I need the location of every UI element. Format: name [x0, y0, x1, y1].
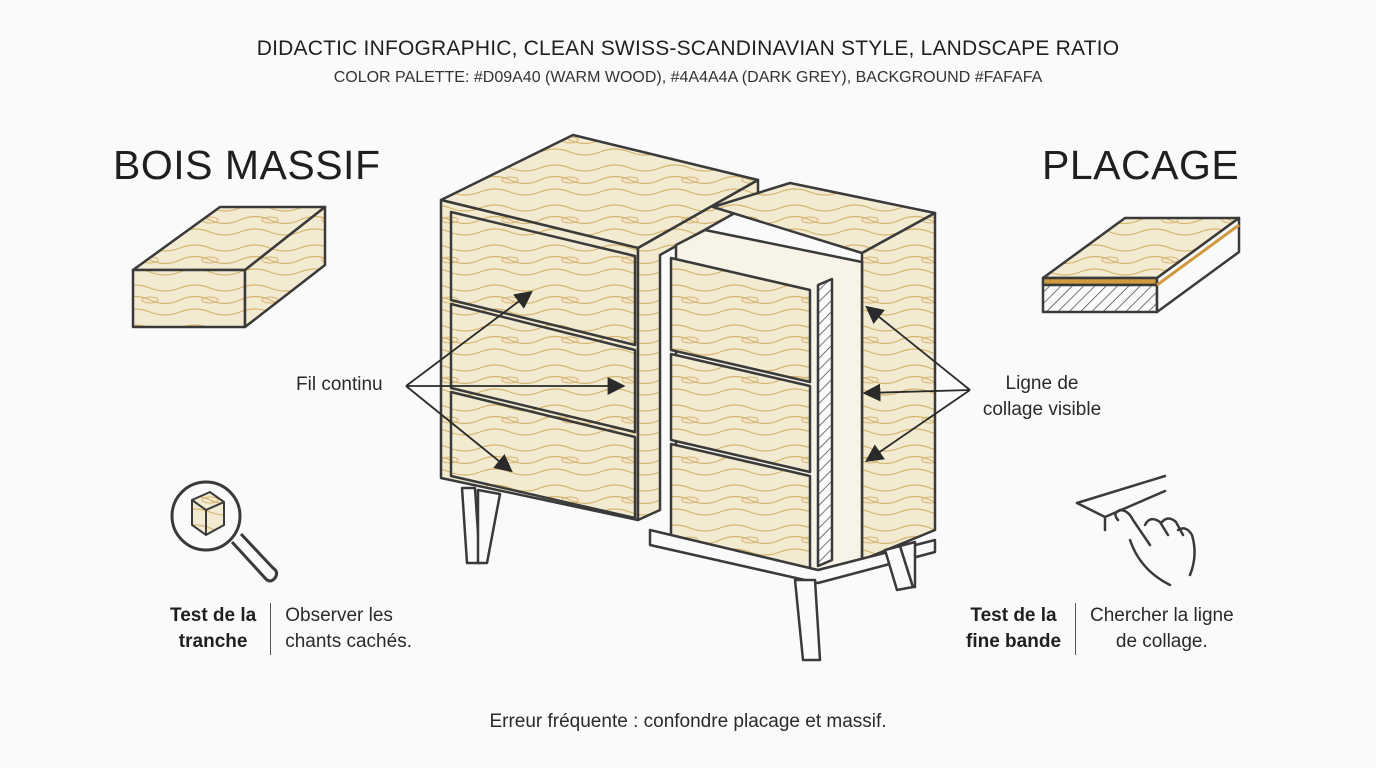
divider [1075, 603, 1077, 655]
veneer-title: PLACAGE [1042, 142, 1240, 188]
test-edge-block: Test de la tranche Observer les chants c… [170, 603, 412, 655]
finger-touch-icon [1075, 474, 1196, 587]
test-thin-band-label-2: fine bande [966, 631, 1062, 652]
test-edge-label: Test de la tranche [170, 603, 256, 655]
test-thin-band-desc-1: Chercher la ligne [1090, 605, 1234, 626]
veneer-panel [1041, 216, 1241, 314]
test-edge-label-2: tranche [178, 631, 248, 652]
header-title: DIDACTIC INFOGRAPHIC, CLEAN SWISS-SCANDI… [256, 37, 1120, 60]
callout-glue-line: Ligne de collage visible [960, 371, 1124, 423]
test-edge-desc-2: chants cachés. [285, 631, 412, 652]
divider [270, 603, 272, 655]
test-thin-band-desc-2: de collage. [1115, 631, 1208, 652]
test-thin-band-block: Test de la fine bande Chercher la ligne … [966, 603, 1234, 655]
solid-wood-block [131, 205, 327, 329]
callout-glue-line-2: collage visible [982, 399, 1102, 420]
test-thin-band-description: Chercher la ligne de collage. [1090, 603, 1234, 655]
solid-wood-title: BOIS MASSIF [113, 142, 381, 188]
glue-line-arrows [862, 305, 971, 463]
test-thin-band-label: Test de la fine bande [966, 603, 1061, 655]
test-thin-band-label-1: Test de la [970, 605, 1057, 626]
test-edge-description: Observer les chants cachés. [285, 603, 412, 655]
continuous-grain-arrows [405, 290, 626, 473]
test-edge-label-1: Test de la [170, 605, 257, 626]
callout-continuous-grain: Fil continu [296, 374, 383, 395]
dresser-solid-part [439, 133, 760, 565]
callout-glue-line-1: Ligne de [1005, 373, 1079, 394]
dresser-veneer-part [648, 181, 937, 662]
footer-note: Erreur fréquente : confondre placage et … [489, 711, 887, 732]
test-edge-desc-1: Observer les [285, 605, 393, 626]
magnifier-icon [170, 480, 279, 583]
header-subtitle: COLOR PALETTE: #D09A40 (WARM WOOD), #4A4… [333, 69, 1043, 86]
